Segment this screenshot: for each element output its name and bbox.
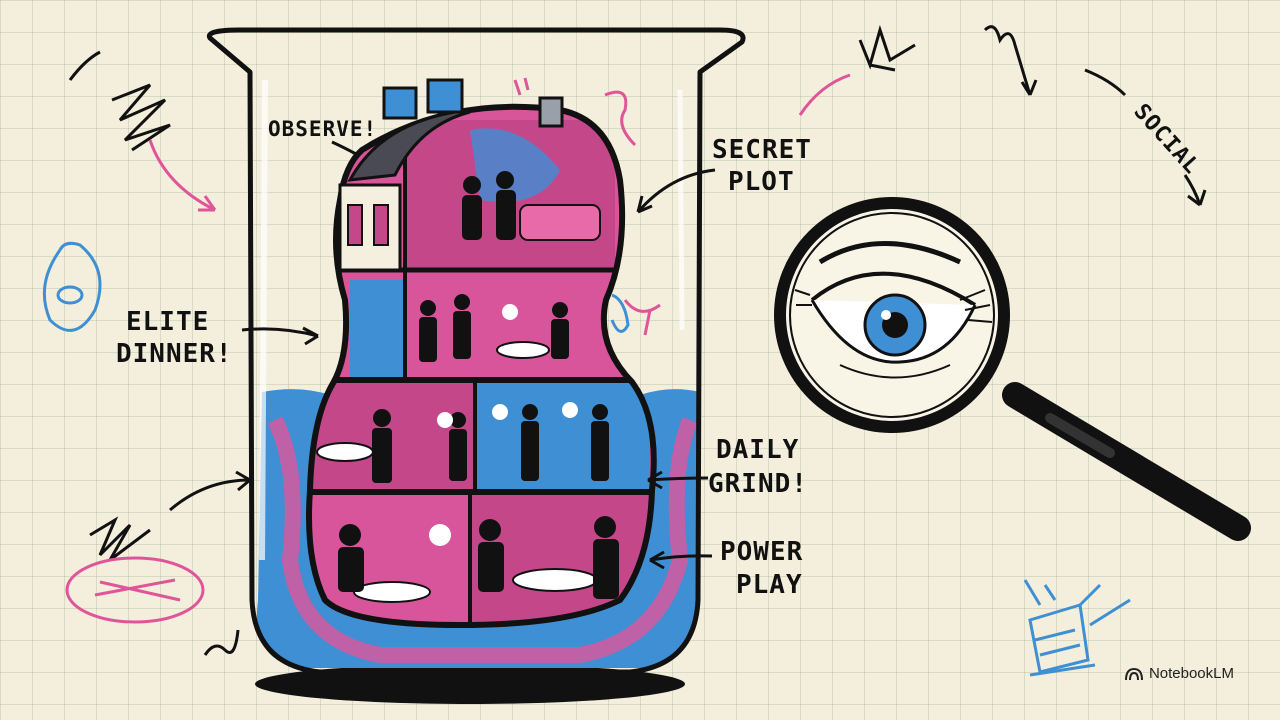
arrow-secret-plot <box>636 168 716 213</box>
chimney <box>426 78 464 114</box>
arrow-social <box>1183 174 1207 207</box>
scribble-doodle <box>68 24 1038 656</box>
label-elite-1: ELITE <box>126 307 209 337</box>
label-power-1: POWER <box>720 537 803 567</box>
chimney <box>382 86 418 120</box>
pink-doodle <box>65 73 851 624</box>
label-observe: OBSERVE! <box>268 117 377 141</box>
magnifying-glass-icon <box>774 197 1251 541</box>
chimney <box>538 96 564 128</box>
label-daily-2: GRIND! <box>708 469 808 499</box>
label-daily-1: DAILY <box>716 435 799 465</box>
blue-doodle <box>42 241 1131 677</box>
house-outline <box>306 103 657 629</box>
notebooklm-watermark: NotebookLM <box>1124 665 1234 682</box>
label-power-2: PLAY <box>736 570 803 600</box>
arrow-power-play <box>649 550 713 570</box>
eye-icon <box>794 241 993 379</box>
arrow-daily-grind <box>647 470 709 490</box>
beaker-outline <box>206 27 746 675</box>
house-cutaway <box>309 106 654 626</box>
brand-name: NotebookLM <box>1148 665 1234 682</box>
notebooklm-logo-icon <box>1124 667 1143 680</box>
arrow-observe <box>331 140 357 156</box>
label-social: SOCIAL <box>1129 99 1205 179</box>
label-elite-2: DINNER! <box>116 339 233 369</box>
label-secret-plot-1: SECRET <box>712 135 812 165</box>
label-secret-plot-2: PLOT <box>728 167 795 197</box>
arrow-left-liquid <box>169 470 251 512</box>
arrow-elite-dinner <box>241 326 319 346</box>
